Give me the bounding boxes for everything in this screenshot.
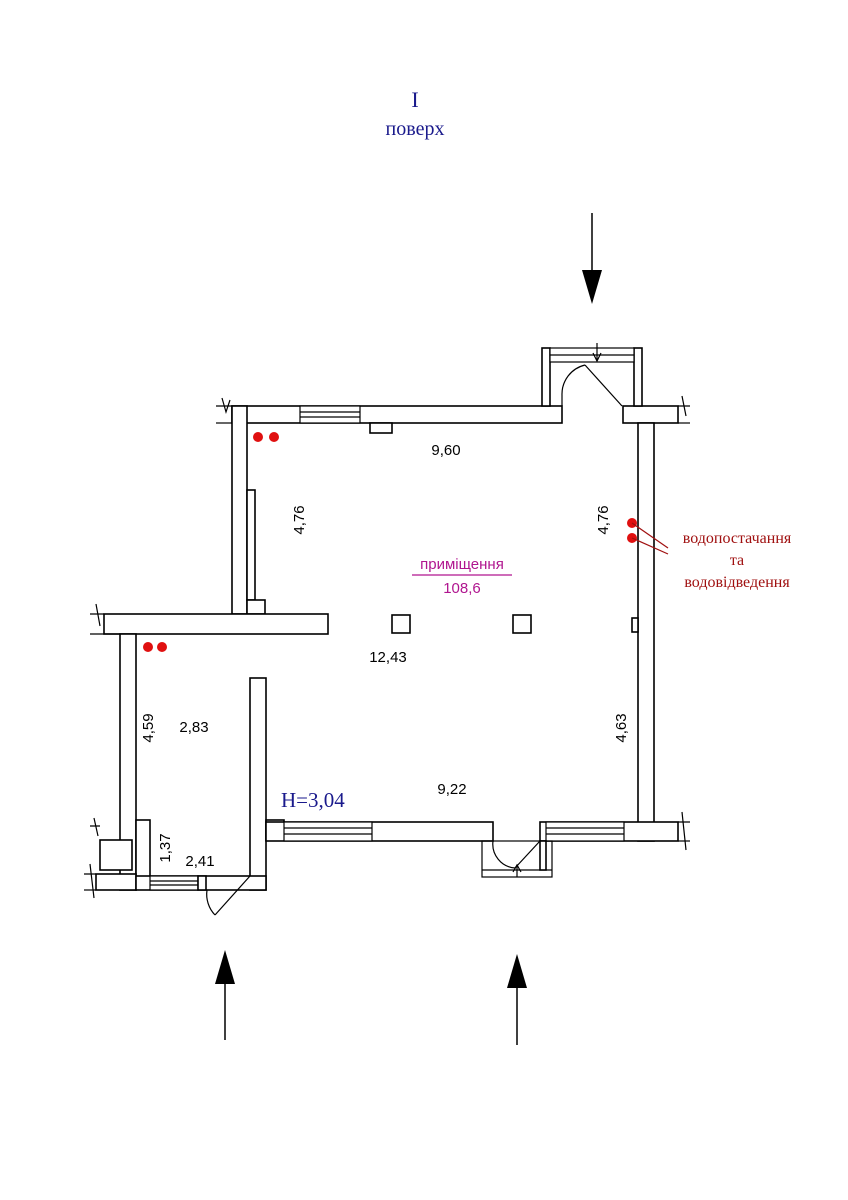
bottom-left-door: [197, 875, 251, 916]
wall-partition: [249, 677, 267, 891]
column-left: [391, 614, 411, 634]
dim-bottom-wall: 9,22: [437, 781, 466, 798]
wall-middle: [103, 613, 329, 635]
room-name: приміщення: [420, 556, 504, 573]
window-bottom-left: [283, 821, 373, 842]
utility-leader-lines: [631, 522, 669, 555]
room-area: 108,6: [443, 580, 481, 597]
ceiling-height: H=3,04: [281, 788, 345, 812]
wall-left-lower-pier: [135, 819, 151, 879]
window-top: [299, 405, 361, 424]
window-bottom-right: [545, 821, 625, 842]
wall-top-nub: [369, 422, 393, 434]
floor-title: поверх: [386, 118, 445, 140]
windows: [149, 405, 625, 891]
dim-top-wall: 9,60: [431, 442, 460, 459]
top-vestibule: [541, 343, 643, 407]
dim-left-lower: 4,59: [140, 713, 157, 742]
dim-right-lower: 4,63: [613, 713, 630, 742]
entrance-arrow-icon: [507, 954, 527, 1045]
wall-right: [637, 422, 655, 842]
utility-markers: [143, 432, 637, 652]
wall-left-upper: [231, 405, 248, 615]
dim-left-upper: 4,76: [291, 505, 308, 534]
entrance-arrow-icon: [215, 950, 235, 1040]
dim-small-room-width: 2,83: [179, 719, 208, 736]
utility-dot-icon: [253, 432, 263, 442]
wall-left-box: [99, 839, 133, 871]
wall-top: [231, 405, 563, 424]
wall-left-extension: [95, 873, 137, 891]
break-marks: [84, 395, 690, 899]
utility-note-line1: водопостачання: [683, 530, 792, 547]
wall-left-upper-pier: [246, 489, 256, 601]
bottom-vestibule: [481, 840, 553, 878]
wall-right-stub: [631, 617, 639, 633]
entrance-arrow-icon: [582, 213, 602, 304]
wall-top-right: [622, 405, 679, 424]
column-right: [512, 614, 532, 634]
window-vestibule: [149, 875, 199, 891]
dim-vestibule-depth: 1,37: [157, 833, 174, 862]
dim-right-upper: 4,76: [595, 505, 612, 534]
wall-left-upper-stub: [246, 599, 266, 615]
utility-dot-icon: [157, 642, 167, 652]
dim-vestibule-width: 2,41: [185, 853, 214, 870]
utility-note-line2: та: [730, 552, 744, 569]
utility-note-line3: водовідведення: [684, 574, 790, 591]
utility-dot-icon: [143, 642, 153, 652]
floor-number: I: [411, 87, 418, 112]
dim-middle-width: 12,43: [369, 649, 407, 666]
walls: [95, 405, 679, 891]
utility-dot-icon: [269, 432, 279, 442]
